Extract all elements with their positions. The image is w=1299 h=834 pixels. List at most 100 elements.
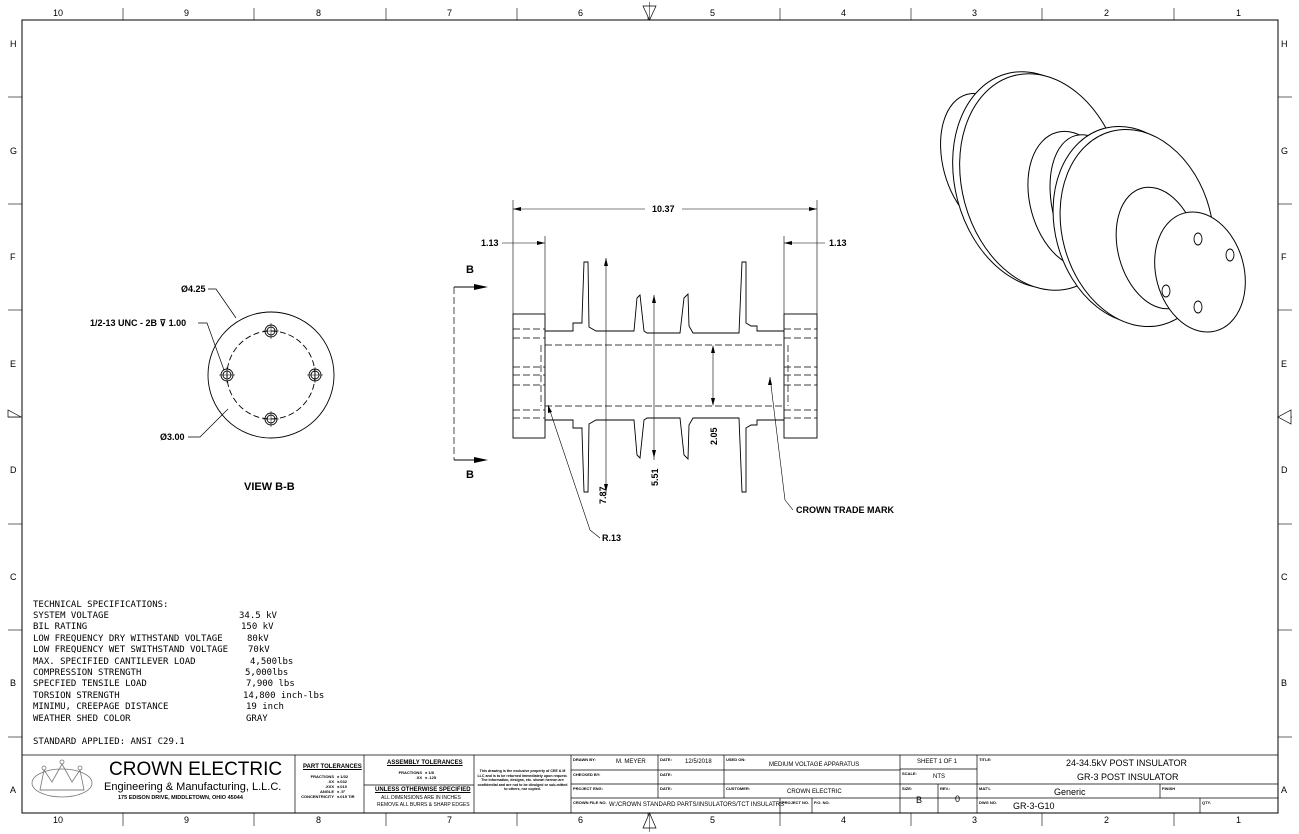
- zone-col-bottom-5: 5: [710, 815, 716, 825]
- assembly-tolerances-title: ASSEMBLY TOLERANCES: [387, 760, 463, 766]
- view-bb-outer-circle: [207, 311, 335, 439]
- spec-value: 19 inch: [246, 702, 284, 713]
- finish-label: FINISH: [1162, 786, 1176, 791]
- view-bb-dia-bolt-circle: Ø3.00: [160, 432, 185, 442]
- spec-label: MINIMU, CREEPAGE DISTANCE: [33, 702, 169, 713]
- title-line-1: 24-34.5kV POST INSULATOR: [1066, 758, 1188, 768]
- zone-col-top-6: 6: [578, 8, 584, 18]
- date-label: DATE:: [660, 757, 672, 762]
- used-on-label: USED ON:: [726, 757, 746, 762]
- spec-label: SPECFIED TENSILE LOAD: [33, 679, 147, 690]
- confidential-notice: This drawing is the exclusive property o…: [477, 769, 568, 791]
- spec-value: 5,000lbs: [245, 668, 289, 678]
- trademark-callout: CROWN TRADE MARK: [796, 505, 894, 515]
- part-tol-key: ANGLE: [320, 789, 334, 794]
- zone-row-right-H: H: [1281, 39, 1288, 49]
- customer-label: CUSTOMER:: [726, 786, 751, 791]
- size-value: B: [916, 795, 923, 805]
- spec-value: 70kV: [248, 645, 270, 656]
- zone-col-top-7: 7: [447, 8, 453, 18]
- dwg-no-label: DWG NO.: [979, 800, 997, 805]
- part-tol-value: ± 1/32: [337, 774, 349, 779]
- view-bb-title: VIEW B-B: [244, 481, 295, 493]
- checked-by-label: CHECKED BY:: [573, 772, 601, 777]
- spec-value: 34.5 kV: [239, 611, 277, 621]
- sheet-value: SHEET 1 OF 1: [917, 759, 957, 765]
- dim-overall-length: 10.37: [652, 204, 675, 214]
- zone-row-left-F: F: [10, 252, 16, 262]
- zone-col-top-2: 2: [1104, 8, 1110, 18]
- zone-row-left-G: G: [10, 146, 18, 156]
- date-label-3: DATE:: [660, 786, 672, 791]
- spec-label: LOW FREQUENCY DRY WITHSTAND VOLTAGE: [33, 633, 223, 644]
- size-label: SIZE:: [902, 786, 913, 791]
- right-end-cap: [783, 313, 818, 439]
- zone-row-left-B: B: [10, 678, 17, 688]
- zone-col-bottom-6: 6: [578, 815, 584, 825]
- rev-value: 0: [955, 794, 961, 804]
- section-marker-top: B: [466, 264, 474, 276]
- zone-row-right-G: G: [1281, 146, 1289, 156]
- zone-row-right-D: D: [1281, 465, 1288, 475]
- drawn-by-label: DRAWN BY:: [573, 757, 596, 762]
- qty-label: QTY.: [1202, 800, 1211, 805]
- asm-tol-key: .XX: [415, 775, 422, 780]
- dim-end-left: 1.13: [481, 238, 499, 248]
- part-tol-key: .XX: [327, 779, 334, 784]
- unless-line-2: REMOVE ALL BURRS & SHARP EDGES: [377, 802, 470, 808]
- scale-label: SCALE:: [902, 771, 917, 776]
- part-tol-value: ±.015 TIR: [337, 794, 355, 799]
- zone-col-top-5: 5: [710, 8, 716, 18]
- spec-label: TORSION STRENGTH: [33, 690, 120, 701]
- title-label: TITLE:: [979, 757, 992, 762]
- part-tol-key: .XXX: [324, 784, 334, 789]
- dim-radius: R.13: [602, 533, 622, 543]
- spec-label: MAX. SPECIFIED CANTILEVER LOAD: [33, 656, 196, 667]
- part-tol-value: ± .5°: [337, 789, 346, 794]
- zone-col-bottom-10: 10: [53, 815, 64, 825]
- part-tol-key: CONCENTRICITY: [301, 794, 334, 799]
- spec-value: 4,500lbs: [250, 656, 294, 667]
- part-tolerances-title: PART TOLERANCES: [303, 764, 362, 770]
- dwg-no-value: GR-3-G10: [1013, 801, 1055, 811]
- zone-row-left-A: A: [10, 785, 17, 795]
- zone-col-top-10: 10: [53, 8, 64, 18]
- spec-label: BIL RATING: [33, 622, 88, 633]
- zone-col-bottom-7: 7: [447, 815, 453, 825]
- part-tol-key: FRACTIONS: [310, 774, 334, 779]
- section-marker-bottom: B: [466, 469, 474, 481]
- unless-otherwise-title: UNLESS OTHERWISE SPECIFIED: [375, 787, 471, 793]
- zone-col-top-9: 9: [184, 8, 190, 18]
- customer-value: CROWN ELECTRIC: [787, 789, 842, 795]
- project-eng-label: PROJECT ENG:: [573, 786, 604, 791]
- left-end-cap: [512, 313, 546, 439]
- view-bb-dia-outer: Ø4.25: [181, 284, 206, 294]
- zone-col-bottom-4: 4: [841, 815, 847, 825]
- zone-col-top-1: 1: [1236, 8, 1242, 18]
- zone-row-right-A: A: [1281, 785, 1288, 795]
- company-name: CROWN ELECTRIC: [109, 759, 283, 780]
- spec-value: 14,800 inch-lbs: [243, 690, 325, 701]
- zone-col-bottom-1: 1: [1236, 815, 1242, 825]
- zone-col-top-4: 4: [841, 8, 847, 18]
- date-label-2: DATE:: [660, 772, 672, 777]
- title-line-2: GR-3 POST INSULATOR: [1077, 772, 1179, 782]
- zone-row-right-F: F: [1281, 252, 1287, 262]
- unless-line-1: ALL DIMENSIONS ARE IN INCHES: [381, 795, 461, 801]
- spec-label: COMPRESSION STRENGTH: [33, 668, 142, 678]
- po-no-label: P.O. NO.: [814, 800, 830, 805]
- crown-logo: [31, 759, 93, 798]
- asm-tol-key: FRACTIONS: [398, 770, 422, 775]
- used-on-value: MEDIUM VOLTAGE APPARATUS: [769, 762, 860, 768]
- file-no-value: W:/CROWN STANDARD PARTS/INSULATORS/TCT I…: [609, 802, 785, 808]
- spec-value: 7,900 lbs: [246, 679, 295, 690]
- spec-value: 150 kV: [241, 622, 274, 633]
- project-no-label: PROJECT NO.: [782, 800, 810, 805]
- zone-row-right-B: B: [1281, 678, 1288, 688]
- zone-row-right-E: E: [1281, 359, 1288, 369]
- part-tol-value: ±.032: [337, 779, 347, 784]
